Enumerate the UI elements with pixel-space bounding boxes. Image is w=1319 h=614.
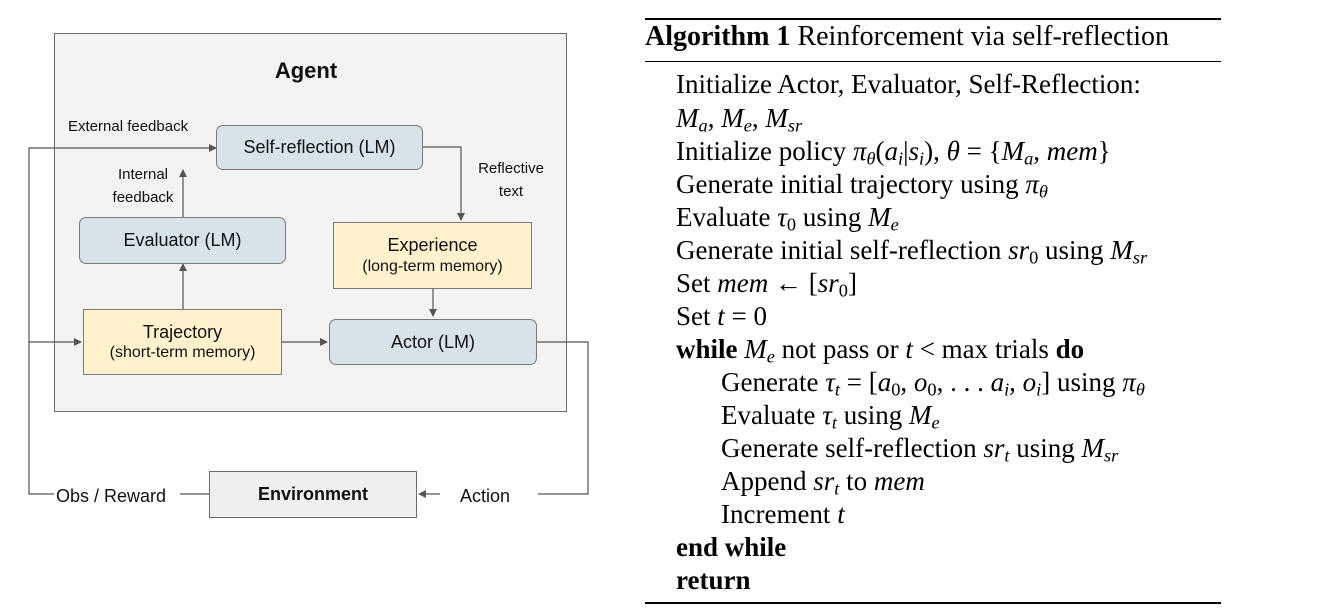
action-label: Action xyxy=(460,486,511,506)
algorithm-number: Algorithm 1 xyxy=(645,21,791,52)
algorithm-line-7: Set mem ← [sr0] xyxy=(676,268,857,301)
algorithm-top-rule xyxy=(645,18,1221,20)
algorithm-title: Reinforcement via self-reflection xyxy=(797,21,1170,52)
self-reflection-box: Self-reflection (LM) xyxy=(216,125,423,170)
environment-label: Environment xyxy=(257,484,368,505)
trajectory-subtitle: (short-term memory) xyxy=(109,344,256,362)
internal-feedback-line-1: Internal xyxy=(117,166,169,183)
agent-title: Agent xyxy=(274,58,338,83)
reflective-text-arrow xyxy=(423,146,465,221)
algorithm-caption-rule xyxy=(645,61,1221,62)
evaluator-box: Evaluator (LM) xyxy=(79,217,286,264)
trajectory-title: Trajectory xyxy=(142,321,223,342)
experience-box: Experience (long-term memory) xyxy=(333,222,532,289)
trajectory-box: Trajectory (short-term memory) xyxy=(83,309,282,375)
actor-label: Actor (LM) xyxy=(390,331,475,352)
external-feedback-arrow xyxy=(28,144,217,495)
actor-to-action-line xyxy=(537,341,589,495)
reflective-text-line-1: Reflective xyxy=(478,160,544,177)
algorithm-line-8: Set t = 0 xyxy=(676,301,768,331)
reflective-text-line-2: text xyxy=(498,182,524,200)
algorithm-line-12: Generate self-reflection srt using Msr xyxy=(721,433,1119,466)
algorithm-line-3: Initialize policy πθ(ai|si), θ = {Ma, me… xyxy=(676,136,1111,169)
algorithm-line-15: end while xyxy=(676,532,787,562)
algorithm-block: Algorithm 1 Reinforcement via self-refle… xyxy=(645,18,1221,606)
evaluator-label: Evaluator (LM) xyxy=(123,230,242,251)
algorithm-line-6: Generate initial self-reflection sr0 usi… xyxy=(676,235,1148,268)
algorithm-bottom-rule xyxy=(645,602,1221,604)
external-feedback-label: External feedback xyxy=(68,118,189,135)
experience-title: Experience xyxy=(387,235,478,256)
algorithm-line-1: Initialize Actor, Evaluator, Self-Reflec… xyxy=(676,69,1141,99)
diagram-connectors xyxy=(28,144,589,498)
reflective-text-label: Reflective text xyxy=(468,158,554,203)
internal-feedback-label: Internal feedback xyxy=(100,164,186,209)
algorithm-line-5: Evaluate τ0 using Me xyxy=(676,202,899,235)
environment-box: Environment xyxy=(209,471,417,518)
algorithm-line-9: while Me not pass or t < max trials do xyxy=(676,334,1085,367)
algorithm-line-14: Increment t xyxy=(721,499,845,529)
algorithm-line-10: Generate τt = [a0, o0, . . . ai, oi] usi… xyxy=(721,367,1145,400)
algorithm-line-4: Generate initial trajectory using πθ xyxy=(676,169,1048,202)
self-reflection-label: Self-reflection (LM) xyxy=(243,137,396,158)
internal-feedback-line-2: feedback xyxy=(112,188,174,206)
algorithm-line-2: Ma, Me, Msr xyxy=(676,103,803,136)
algorithm-caption: Algorithm 1 Reinforcement via self-refle… xyxy=(645,21,1169,53)
reflexion-diagram: Agent Sel xyxy=(0,0,620,614)
algorithm-line-13: Append srt to mem xyxy=(721,466,925,499)
actor-box: Actor (LM) xyxy=(329,319,537,365)
algorithm-line-11: Evaluate τt using Me xyxy=(721,400,940,433)
algorithm-line-16: return xyxy=(676,565,751,595)
experience-subtitle: (long-term memory) xyxy=(362,257,503,275)
obs-reward-label: Obs / Reward xyxy=(54,483,169,510)
